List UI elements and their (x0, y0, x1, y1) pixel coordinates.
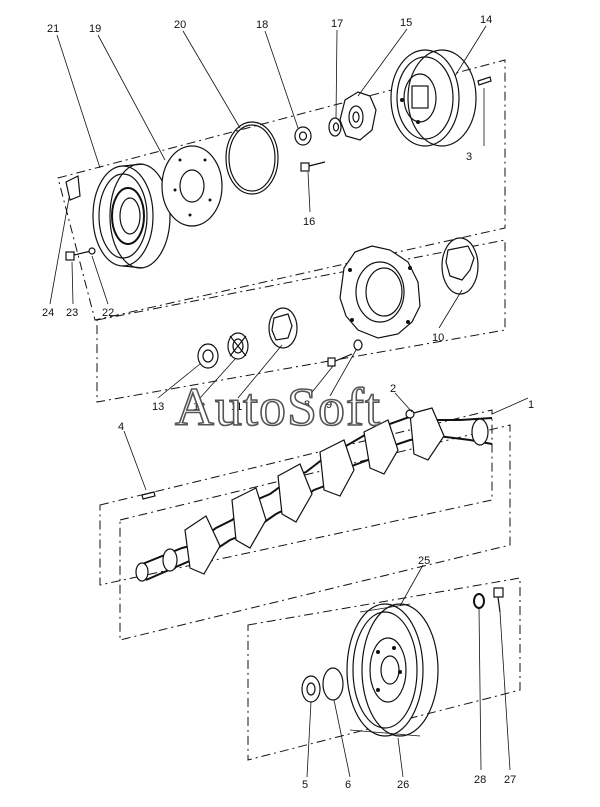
callout-8: 8 (304, 399, 310, 411)
key-3 (477, 76, 492, 86)
housing-8 (339, 245, 421, 339)
leader-lines (49, 25, 529, 778)
callout-6: 6 (345, 779, 351, 791)
callout-26: 26 (397, 779, 409, 791)
watermark-text: AutoSoft (175, 377, 381, 437)
callout-24: 24 (42, 307, 54, 319)
plate-19 (161, 145, 223, 227)
callout-20: 20 (174, 19, 186, 31)
callout-3: 3 (466, 151, 472, 163)
bolt-23 (65, 247, 96, 261)
callout-14: 14 (480, 14, 492, 26)
callout-19: 19 (89, 23, 101, 35)
pulley-21 (92, 163, 171, 269)
callout-23: 23 (66, 307, 78, 319)
hub-15 (339, 91, 377, 141)
ring-6 (322, 667, 344, 701)
flywheel-26 (346, 603, 439, 737)
callout-15: 15 (400, 17, 412, 29)
seal-10 (441, 237, 479, 295)
callout-18: 18 (256, 19, 268, 31)
callout-13: 13 (152, 401, 164, 413)
callout-28: 28 (474, 774, 486, 786)
damper-14 (390, 49, 477, 147)
callout-11: 11 (231, 401, 242, 413)
callout-9: 9 (326, 399, 332, 411)
bearing-5 (301, 675, 321, 703)
bearing-13 (197, 343, 219, 369)
bolt-27 (493, 587, 504, 613)
seal-11 (268, 307, 298, 349)
crankshaft-1 (135, 407, 493, 582)
callout-1: 1 (528, 399, 534, 411)
bracket-24 (65, 175, 81, 201)
bearing-12 (227, 332, 249, 360)
callout-16: 16 (303, 216, 315, 228)
callout-25: 25 (418, 555, 430, 567)
callout-2: 2 (390, 383, 396, 395)
bolt-8 (327, 353, 353, 367)
callout-17: 17 (331, 18, 343, 30)
washer-17 (328, 117, 342, 137)
washer-9 (353, 339, 363, 351)
callout-4: 4 (118, 421, 124, 433)
callout-22: 22 (102, 307, 114, 319)
callout-10: 10 (432, 332, 444, 344)
callout-5: 5 (302, 779, 308, 791)
bolt-16 (300, 161, 326, 172)
callout-21: 21 (47, 23, 59, 35)
callout-27: 27 (504, 774, 516, 786)
callout-labels: 21 19 20 18 17 15 14 3 16 24 23 22 10 13… (42, 14, 534, 791)
ring-20 (225, 121, 279, 195)
nut-18 (294, 126, 312, 146)
key-4 (141, 491, 156, 500)
washer-28 (473, 593, 485, 609)
callout-12: 12 (193, 401, 205, 413)
